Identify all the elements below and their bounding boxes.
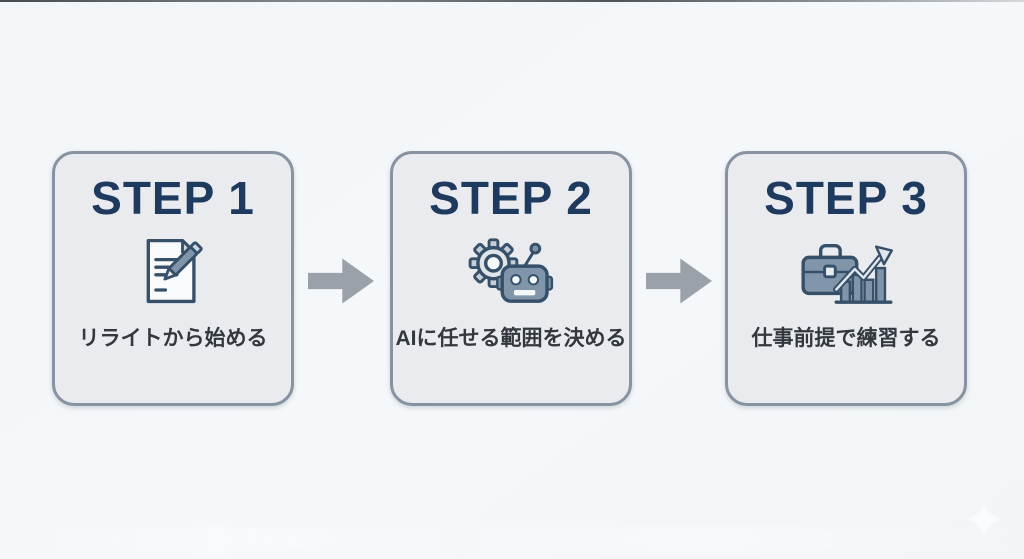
sparkle-icon [966,501,1002,537]
right-arrow-icon [308,258,374,304]
step-1-caption: リライトから始める [78,327,268,350]
step-2-caption: AIに任せる範囲を決める [395,327,627,350]
step-2-title: STEP 2 [429,172,593,224]
briefcase-chart-icon [798,232,894,310]
bottom-haze [0,527,1024,553]
step-3-caption: 仕事前提で練習する [751,327,941,350]
document-pencil-icon [135,232,211,310]
right-arrow-icon [646,258,712,304]
step-card-3: STEP 3 仕事前提で練習する [725,151,967,406]
step-card-2: STEP 2 [390,151,632,406]
step-card-1: STEP 1 リライトから始める [52,151,294,406]
gear-robot-icon [463,232,559,310]
top-edge-line [0,0,1024,2]
step-3-title: STEP 3 [764,172,928,224]
step-1-title: STEP 1 [91,172,255,224]
